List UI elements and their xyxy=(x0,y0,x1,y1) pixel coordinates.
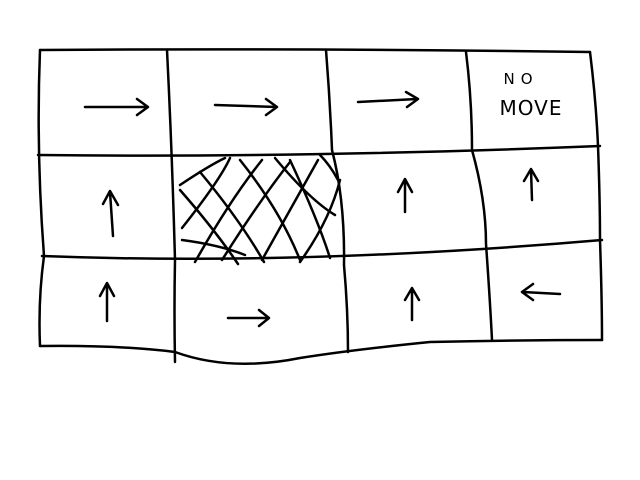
blocked-cell-hatch xyxy=(178,153,342,266)
grid-line-col2 xyxy=(324,48,350,354)
arrow-right-icon xyxy=(213,97,279,117)
arrow-up-icon xyxy=(522,167,540,202)
grid-line-col3 xyxy=(464,50,494,342)
arrow-up-icon xyxy=(396,177,414,214)
grid-line-top xyxy=(38,48,592,54)
grid-line-row1 xyxy=(36,144,602,157)
arrow-up-icon xyxy=(98,281,116,323)
grid-line-right xyxy=(588,50,604,342)
arrow-left-icon xyxy=(520,282,562,302)
grid-line-bottom xyxy=(38,338,604,366)
terminal-label-move: MOVE xyxy=(499,96,563,120)
arrow-right-icon xyxy=(356,90,420,109)
arrow-up-icon xyxy=(403,286,421,322)
terminal-label-no: NO xyxy=(503,70,539,88)
grid-line-col0 xyxy=(37,48,46,348)
arrow-right-icon xyxy=(83,97,150,117)
grid-line-col1 xyxy=(165,48,177,364)
arrow-up-icon xyxy=(101,189,120,238)
grid-line-row2 xyxy=(40,238,604,261)
arrow-right-icon xyxy=(226,308,271,328)
